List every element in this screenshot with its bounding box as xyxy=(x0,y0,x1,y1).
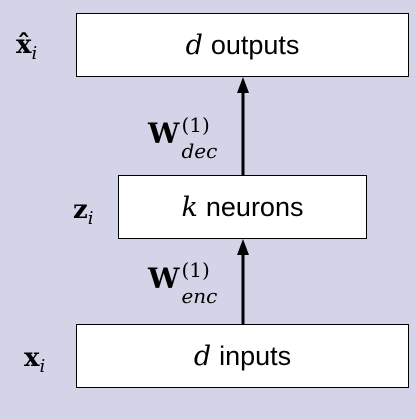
input-vector-index: i xyxy=(39,356,46,378)
outputs-box: d outputs xyxy=(76,13,409,77)
encoder-weight-label: W (1) enc xyxy=(148,257,218,308)
output-vector-symbol: x̂ xyxy=(16,30,32,60)
outputs-text: outputs xyxy=(210,29,300,60)
hidden-layer-box: k neurons xyxy=(118,175,367,239)
inputs-dim-var: d xyxy=(193,340,212,372)
hidden-dim-var: k xyxy=(181,191,198,223)
encoder-arrow xyxy=(235,239,251,324)
decoder-weight-subscript: dec xyxy=(181,138,218,163)
input-vector-symbol: x xyxy=(24,343,40,373)
encoder-weight-symbol: W xyxy=(148,262,180,295)
decoder-weight-label: W (1) dec xyxy=(148,112,218,163)
decoder-arrow xyxy=(235,77,251,175)
latent-vector-index: i xyxy=(87,208,94,230)
encoder-weight-layer: (1) xyxy=(181,257,210,282)
output-vector-index: i xyxy=(31,43,38,65)
outputs-dim-var: d xyxy=(185,29,203,61)
encoder-weight-subscript: enc xyxy=(181,283,218,308)
input-vector-label: xi xyxy=(24,343,45,377)
inputs-text: inputs xyxy=(219,340,292,371)
hidden-text: neurons xyxy=(205,191,304,222)
inputs-box: d inputs xyxy=(76,324,409,388)
latent-vector-symbol: z xyxy=(73,195,88,225)
output-vector-label: x̂i xyxy=(16,30,37,64)
decoder-weight-symbol: W xyxy=(148,117,180,150)
decoder-weight-layer: (1) xyxy=(181,112,210,137)
latent-vector-label: zi xyxy=(73,195,94,229)
